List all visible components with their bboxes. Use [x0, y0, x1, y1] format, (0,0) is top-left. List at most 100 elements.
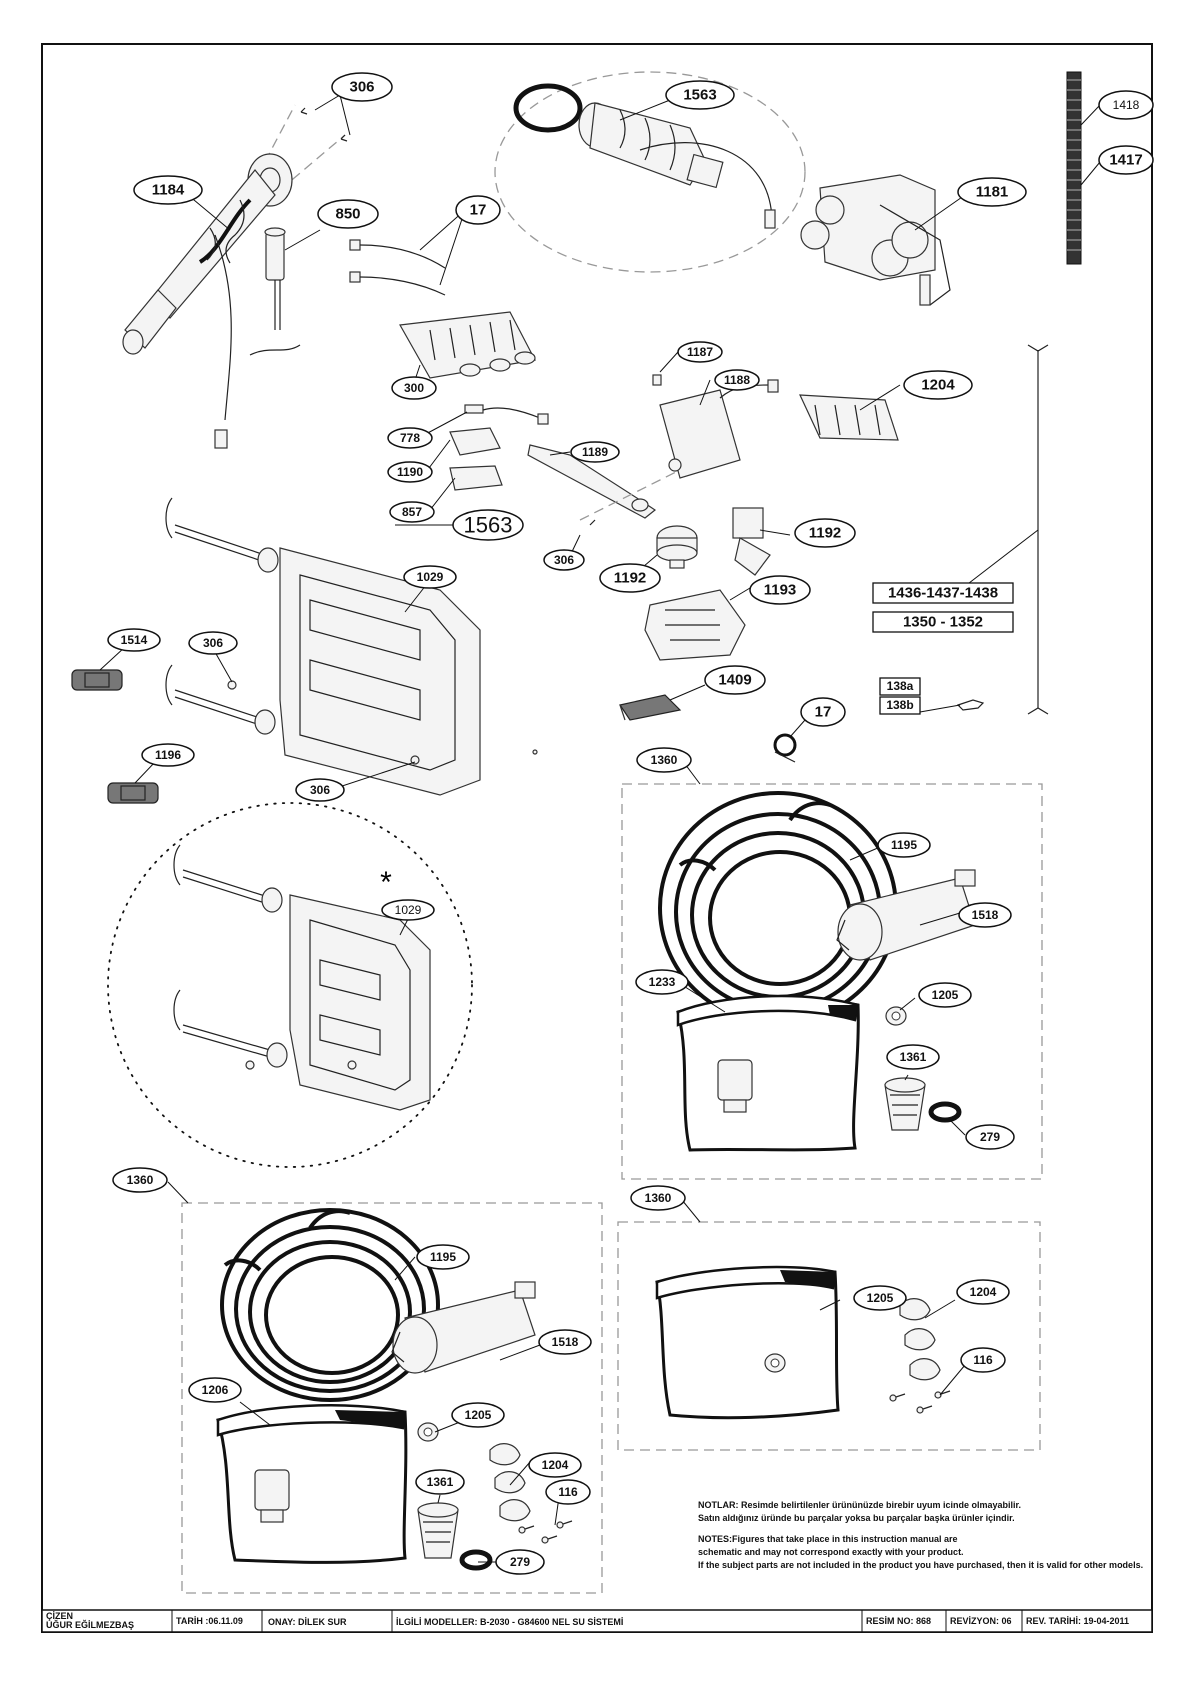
callout-1563-mid: 1563: [452, 509, 524, 541]
part-279-seal-b: [459, 1549, 493, 1571]
callout-text: 1205: [867, 1291, 894, 1305]
note-en-2: schematic and may not correspond exactly…: [698, 1547, 964, 1557]
callout-1233: 1233: [635, 969, 689, 995]
part-1518-pump-b: [391, 1281, 536, 1374]
note-tr-2: Satın aldığınız üründe bu parçalar yoksa…: [698, 1513, 1015, 1523]
part-1192-knob: [656, 525, 698, 569]
callout-1360-a: 1360: [636, 747, 692, 773]
callout-text: 1360: [651, 753, 678, 767]
callout-text: 1184: [152, 182, 185, 199]
callout-1192-right: 1192: [794, 518, 856, 548]
part-17-cable-ties: [349, 239, 446, 296]
range-text: 138a: [887, 679, 914, 693]
range-text: 1436-1437-1438: [888, 585, 998, 602]
part-1029-water-tank: [165, 497, 538, 796]
callout-1187: 1187: [677, 341, 723, 363]
part-1195-hose-coil-b: [220, 1208, 440, 1402]
note-en-3: If the subject parts are not included in…: [698, 1560, 1143, 1570]
boxed-label-138a: 138a: [879, 677, 921, 696]
boxed-label-1436-1438: 1436-1437-1438: [872, 582, 1014, 604]
callout-text: 17: [470, 202, 487, 219]
kit-box-1360-c: [617, 1221, 1041, 1451]
part-1417-1418-corrugated-strip: [1066, 71, 1082, 265]
callout-1409: 1409: [704, 665, 766, 695]
callout-306-mid: 306: [543, 549, 585, 571]
part-1518-pump-a: [836, 869, 976, 961]
part-300-detergent-drawer: [399, 311, 536, 379]
callout-text: 306: [349, 79, 374, 96]
callout-text: 1196: [155, 748, 181, 762]
callout-1195-a: 1195: [877, 832, 931, 858]
callout-text: 1205: [465, 1408, 492, 1422]
callout-17-mid: 17: [800, 697, 846, 727]
callout-text: 116: [558, 1485, 578, 1499]
callout-1190: 1190: [387, 461, 433, 483]
callout-text: 1205: [932, 988, 959, 1002]
callout-text: 1204: [921, 377, 955, 394]
callout-1204-b: 1204: [956, 1279, 1010, 1305]
callout-1518-a: 1518: [958, 902, 1012, 928]
part-1188-level-sensor: [652, 374, 779, 479]
callout-text: 1029: [395, 903, 422, 917]
callout-1029-main: 1029: [403, 565, 457, 589]
part-1196-connector: [107, 782, 159, 804]
part-1204-comb-clip: [799, 394, 899, 441]
callout-306-left: 306: [188, 631, 238, 655]
callout-text: 850: [335, 206, 360, 223]
part-1181-solenoid-valve: [800, 174, 951, 306]
callout-850: 850: [317, 199, 379, 229]
range-text: 1350 - 1352: [903, 614, 983, 631]
callout-text: 1188: [724, 373, 750, 387]
callout-text: 1518: [552, 1335, 579, 1349]
callout-text: 1189: [582, 445, 608, 459]
part-1409-handle: [619, 694, 682, 721]
part-279-seal-a: [928, 1101, 962, 1123]
callout-1205-b: 1205: [853, 1285, 907, 1311]
callout-text: 1192: [809, 525, 842, 542]
part-1204-clips-b: [899, 1298, 941, 1381]
callout-1205-a: 1205: [918, 982, 972, 1008]
part-17-pipe-clamp: [773, 733, 797, 763]
callout-text: 1204: [542, 1458, 569, 1472]
callout-text: 17: [815, 704, 832, 721]
part-116-screws-c: [518, 1520, 573, 1544]
callout-text: 1181: [976, 184, 1009, 201]
part-1436-wire-cord: [959, 344, 1049, 715]
kit-box-1360-b: [181, 1202, 603, 1594]
part-116-screws-b: [889, 1390, 951, 1414]
callout-text: 1360: [645, 1191, 672, 1205]
callout-1188: 1188: [714, 369, 760, 391]
callout-text: 1190: [397, 465, 423, 479]
callout-1418: 1418: [1098, 90, 1154, 120]
callout-1206: 1206: [188, 1377, 242, 1403]
part-1184-aquastop-hose: [122, 104, 348, 449]
callout-857: 857: [389, 501, 435, 523]
callout-1563-top: 1563: [665, 80, 735, 110]
callout-text: 1417: [1109, 152, 1142, 169]
date-field: TARİH :06.11.09: [176, 1616, 243, 1626]
callout-text: 306: [554, 553, 574, 567]
callout-text: 1204: [970, 1285, 997, 1299]
notes-block: NOTLAR: Resimde belirtilenler ürününüzde…: [698, 1500, 1143, 1570]
callout-text: 778: [400, 431, 420, 445]
callout-text: 1195: [891, 838, 917, 852]
callout-778: 778: [387, 427, 433, 449]
approval-field: ONAY: DİLEK SUR: [268, 1617, 347, 1627]
callout-text: 1563: [464, 513, 513, 538]
part-1029-variant-dotted: [107, 802, 473, 1168]
callout-1192-left: 1192: [599, 563, 661, 593]
callout-1189: 1189: [570, 441, 620, 463]
callout-279-b: 279: [495, 1549, 545, 1575]
callout-text: 1418: [1113, 98, 1140, 112]
callout-text: 306: [203, 636, 223, 650]
part-1205-bag-b: [655, 1265, 840, 1420]
callout-306-bottom: 306: [295, 778, 345, 802]
drawn-label: ÇİZEN: [46, 1611, 73, 1621]
note-en-1: NOTES:Figures that take place in this in…: [698, 1534, 958, 1544]
asterisk-mark: *: [380, 866, 392, 899]
part-1193-pressure-switch: [644, 589, 746, 661]
callout-116-b: 116: [545, 1479, 591, 1505]
part-1563-aquastop-valve: [494, 71, 806, 273]
callout-306-top: 306: [331, 72, 393, 102]
callout-1196: 1196: [141, 743, 195, 767]
